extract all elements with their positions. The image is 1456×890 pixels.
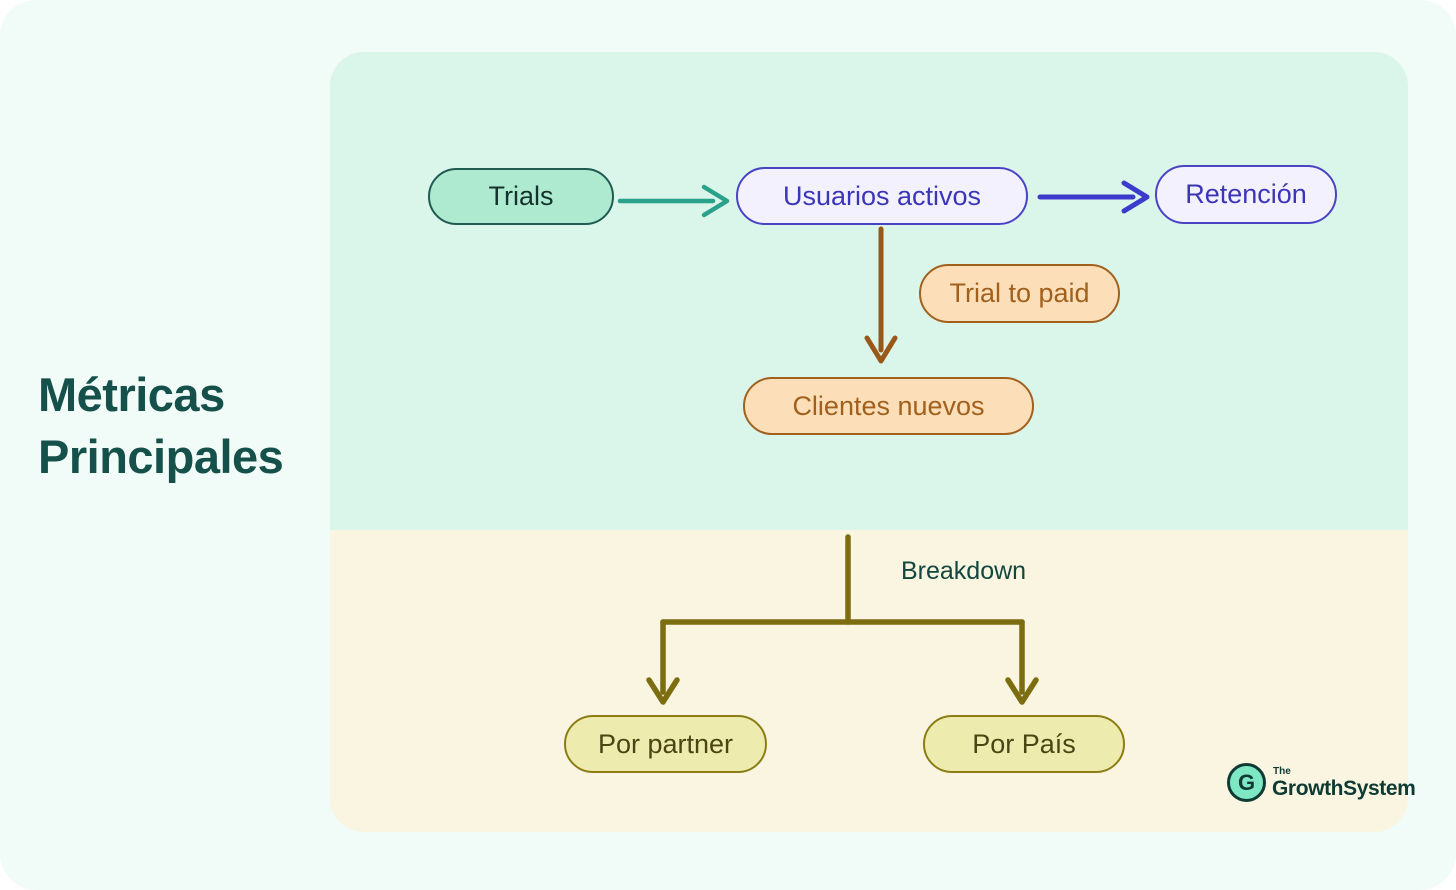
growthsystem-logo-icon: G [1227, 763, 1266, 802]
node-clientes-nuevos: Clientes nuevos [743, 377, 1034, 435]
growthsystem-logo-text: The GrowthSystem [1272, 765, 1416, 800]
metrics-panel-top-section [330, 52, 1408, 530]
page-title: Métricas Principales [38, 364, 284, 488]
node-usuarios-activos: Usuarios activos [736, 167, 1028, 225]
logo-brand-name: GrowthSystem [1272, 776, 1416, 800]
breakdown-label: Breakdown [901, 557, 1027, 585]
logo-prefix: The [1273, 765, 1291, 777]
page-title-line2: Principales [38, 430, 284, 483]
growthsystem-logo: G The GrowthSystem [1227, 763, 1416, 802]
node-por-pais: Por País [923, 715, 1125, 773]
node-retencion: Retención [1155, 165, 1337, 224]
metrics-panel [330, 52, 1408, 832]
node-por-partner: Por partner [564, 715, 767, 773]
node-trial-to-paid: Trial to paid [919, 264, 1120, 323]
node-trials: Trials [428, 168, 614, 225]
page-title-line1: Métricas [38, 368, 225, 421]
